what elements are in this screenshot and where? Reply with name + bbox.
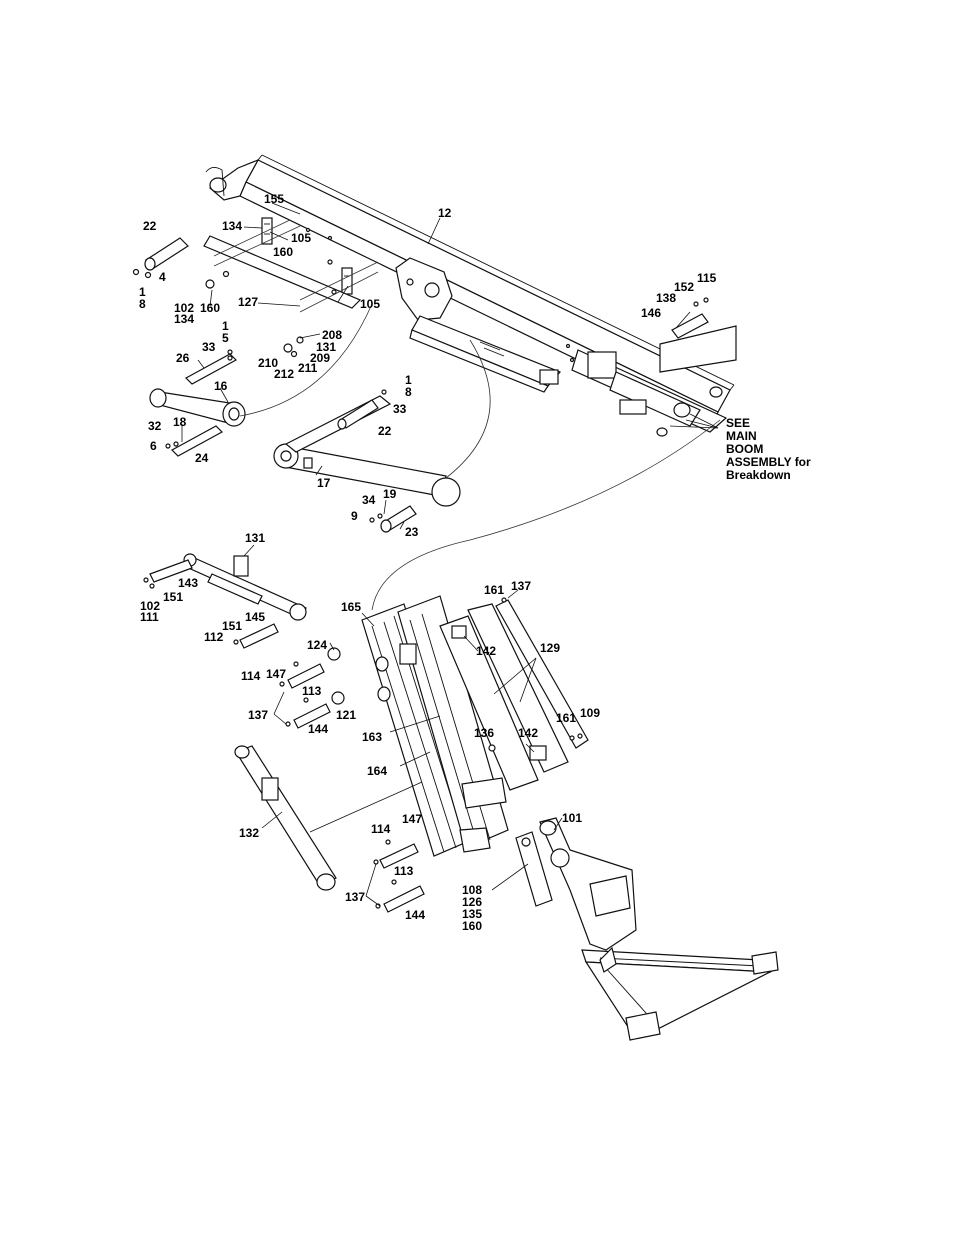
callout-165: 165 [341, 600, 361, 614]
callout-6: 6 [150, 439, 157, 453]
callout-131: 131 [245, 531, 265, 545]
callout-124: 124 [307, 638, 327, 652]
callout-12: 12 [438, 206, 452, 220]
callout-211: 211 [298, 361, 318, 375]
callout-111: 111 [140, 610, 159, 624]
callout-137: 137 [248, 708, 268, 722]
callout-19: 19 [383, 487, 397, 501]
callout-137: 137 [345, 890, 365, 904]
callout-18: 18 [173, 415, 187, 429]
callout-144: 144 [405, 908, 425, 922]
callout-113: 113 [394, 864, 414, 878]
callout-1: 1 [139, 285, 146, 299]
callout-209: 209 [310, 351, 330, 365]
callout-142: 142 [518, 726, 538, 740]
callout-121: 121 [336, 708, 356, 722]
cylinder-131 [143, 553, 345, 729]
callout-155: 155 [264, 192, 284, 206]
callout-105: 105 [291, 231, 311, 245]
callout-160: 160 [462, 919, 482, 933]
callout-23: 23 [405, 525, 419, 539]
callout-161: 161 [484, 583, 504, 597]
callout-147: 147 [402, 812, 422, 826]
callout-131: 131 [316, 340, 336, 354]
callout-145: 145 [245, 610, 265, 624]
callout-132: 132 [239, 826, 259, 840]
callout-147: 147 [266, 667, 286, 681]
callout-152: 152 [674, 280, 694, 294]
callout-160: 160 [200, 301, 220, 315]
callout-161: 161 [556, 711, 576, 725]
callout-17: 17 [317, 476, 331, 490]
arm-17 [273, 389, 461, 533]
callout-151: 151 [222, 619, 242, 633]
callout-8: 8 [139, 297, 146, 311]
arm-16 [149, 353, 246, 457]
callout-9: 9 [351, 509, 358, 523]
callout-105: 105 [360, 297, 380, 311]
callout-16: 16 [214, 379, 228, 393]
callout-212: 212 [274, 367, 294, 381]
leader-lines [181, 202, 719, 907]
callout-1: 1 [222, 319, 229, 333]
callout-102: 102 [174, 301, 194, 315]
callout-142: 142 [476, 644, 496, 658]
note-line-5: Breakdown [726, 468, 791, 482]
callout-146: 146 [641, 306, 661, 320]
callout-101: 101 [562, 811, 582, 825]
callout-164: 164 [367, 764, 387, 778]
callout-114: 114 [371, 822, 391, 836]
callout-33: 33 [393, 402, 407, 416]
callout-4: 4 [159, 270, 166, 284]
callout-108: 108 [462, 883, 482, 897]
callout-144: 144 [308, 722, 328, 736]
note-line-4: ASSEMBLY for [726, 455, 811, 469]
callout-8: 8 [405, 385, 412, 399]
callout-138: 138 [656, 291, 676, 305]
callout-115: 115 [697, 271, 717, 285]
callout-137: 137 [511, 579, 531, 593]
callout-112: 112 [204, 630, 224, 644]
callout-160: 160 [273, 245, 293, 259]
callout-129: 129 [540, 641, 560, 655]
callout-113: 113 [302, 684, 322, 698]
callout-22: 22 [378, 424, 392, 438]
callout-114: 114 [241, 669, 261, 683]
callout-24: 24 [195, 451, 209, 465]
callout-135: 135 [462, 907, 482, 921]
callout-210: 210 [258, 356, 278, 370]
callout-134: 134 [174, 312, 194, 326]
callout-109: 109 [580, 706, 600, 720]
callout-134: 134 [222, 219, 242, 233]
base-turret [515, 817, 779, 1041]
callout-143: 143 [178, 576, 198, 590]
callout-33: 33 [202, 340, 216, 354]
callout-5: 5 [222, 331, 229, 345]
pin-146 [659, 297, 737, 373]
lower-pins [373, 839, 425, 913]
cylinder-132 [234, 745, 337, 891]
upper-pin-bracket-group [132, 217, 379, 358]
callout-127: 127 [238, 295, 258, 309]
note-line-1: SEE [726, 416, 750, 430]
callout-1: 1 [405, 373, 412, 387]
callout-labels: 12 155 134 105 160 22 4 1 8 102 134 160 … [139, 192, 717, 933]
callout-126: 126 [462, 895, 482, 909]
callout-208: 208 [322, 328, 342, 342]
main-boom-beam [205, 154, 735, 437]
note-line-2: MAIN [726, 429, 757, 443]
note-line-3: BOOM [726, 442, 763, 456]
callout-136: 136 [474, 726, 494, 740]
callout-151: 151 [163, 590, 183, 604]
see-main-boom-note: SEE MAIN BOOM ASSEMBLY for Breakdown [726, 416, 811, 482]
callout-34: 34 [362, 493, 376, 507]
callout-22: 22 [143, 219, 157, 233]
callout-32: 32 [148, 419, 162, 433]
mast-link-assembly [361, 595, 589, 857]
callout-102: 102 [140, 599, 160, 613]
callout-26: 26 [176, 351, 190, 365]
callout-163: 163 [362, 730, 382, 744]
